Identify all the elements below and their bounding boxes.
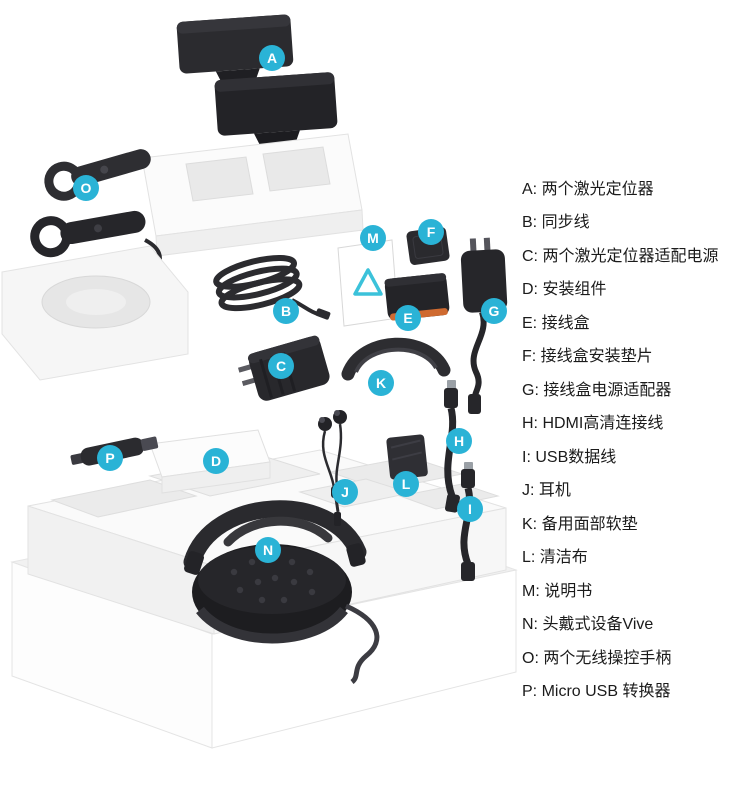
legend-item-c: C: 两个激光定位器适配电源 <box>522 247 719 265</box>
legend-item-b: B: 同步线 <box>522 214 590 232</box>
marker-p-letter: P <box>105 450 115 466</box>
marker-b: B <box>273 298 299 324</box>
legend-item-k: K: 备用面部软垫 <box>522 515 638 533</box>
usb-cable-i <box>460 462 475 581</box>
face-cushion-k <box>341 337 451 381</box>
controller-foam-tray <box>1 245 189 381</box>
marker-n-letter: N <box>262 542 274 558</box>
marker-j-letter: J <box>341 484 349 500</box>
marker-e: E <box>395 305 421 331</box>
legend-item-h: H: HDMI高清连接线 <box>522 415 664 433</box>
legend-item-l: L: 清洁布 <box>522 549 588 567</box>
marker-f-letter: F <box>426 224 436 240</box>
legend-item-a: A: 两个激光定位器 <box>522 180 654 198</box>
linkbox-adapter-g <box>460 237 508 414</box>
marker-c: C <box>268 353 294 379</box>
earphones-j <box>318 410 347 526</box>
legend-item-o: O: 两个无线操控手柄 <box>522 649 672 667</box>
marker-p: P <box>97 445 123 471</box>
marker-d: D <box>203 448 229 474</box>
accessory-box-d <box>149 429 271 494</box>
marker-d-letter: D <box>210 453 222 469</box>
legend-item-d: D: 安装组件 <box>522 281 607 299</box>
marker-j: J <box>332 479 358 505</box>
marker-f: F <box>418 219 444 245</box>
marker-a-letter: A <box>266 50 278 66</box>
marker-g: G <box>481 298 507 324</box>
legend-item-m: M: 说明书 <box>522 582 593 600</box>
sync-cable-b <box>213 254 331 320</box>
legend-item-i: I: USB数据线 <box>522 448 617 466</box>
marker-n: N <box>255 537 281 563</box>
marker-i: I <box>457 496 483 522</box>
lighthouse-boxes-a <box>176 14 338 148</box>
marker-h: H <box>446 428 472 454</box>
marker-g-letter: G <box>488 303 500 319</box>
marker-m-letter: M <box>367 230 379 246</box>
legend-item-f: F: 接线盒安装垫片 <box>522 348 653 366</box>
marker-l-letter: L <box>401 476 411 492</box>
marker-i-letter: I <box>468 501 472 517</box>
marker-m: M <box>360 225 386 251</box>
marker-a: A <box>259 45 285 71</box>
legend: A: 两个激光定位器 B: 同步线 C: 两个激光定位器适配电源 D: 安装组件… <box>522 170 727 706</box>
marker-o: O <box>73 175 99 201</box>
legend-item-p: P: Micro USB 转换器 <box>522 683 671 701</box>
marker-c-letter: C <box>275 358 287 374</box>
legend-item-g: G: 接线盒电源适配器 <box>522 381 672 399</box>
cleaning-cloth-l <box>386 434 428 480</box>
marker-k-letter: K <box>375 375 387 391</box>
marker-e-letter: E <box>403 310 413 326</box>
legend-item-e: E: 接线盒 <box>522 314 590 332</box>
legend-item-j: J: 耳机 <box>522 482 571 500</box>
legend-item-n: N: 头戴式设备Vive <box>522 616 654 634</box>
marker-b-letter: B <box>280 303 292 319</box>
marker-o-letter: O <box>80 180 92 196</box>
headset-n <box>183 500 380 684</box>
lighthouse-foam-tray <box>141 133 364 257</box>
marker-k: K <box>368 370 394 396</box>
marker-l: L <box>393 471 419 497</box>
marker-h-letter: H <box>453 433 465 449</box>
